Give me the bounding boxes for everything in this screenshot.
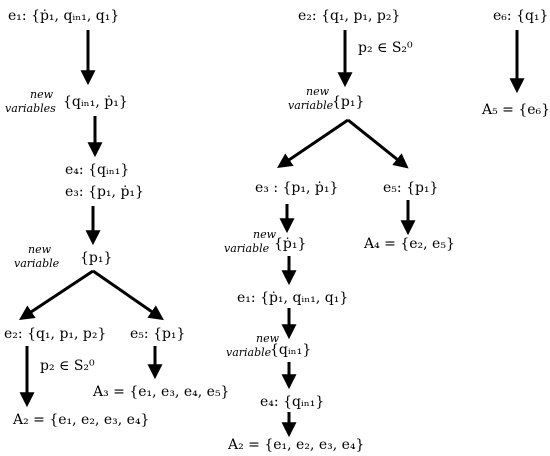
left-e2-node: e₂: {q₁, p₁, p₂} <box>4 326 106 342</box>
middle-p1-node: {p₁} <box>332 94 364 110</box>
middle-variable-label: variable <box>288 99 334 112</box>
middle-e1-node: e₁: {ṗ₁, qᵢₙ₁, q₁} <box>237 290 348 306</box>
middle-e2-node: e₂: {q₁, p₁, p₂} <box>298 8 400 24</box>
left-e1-node: e₁: {ṗ₁, qᵢₙ₁, q₁} <box>8 8 119 24</box>
middle-e4-node: e₄: {qᵢₙ₁} <box>260 394 324 410</box>
middle-A2-node: A₂ = {e₁, e₂, e₃, e₄} <box>227 437 364 453</box>
middle-variable-label-3: variable <box>226 346 272 359</box>
middle-pdot-node: {ṗ₁} <box>274 236 306 252</box>
middle-arrow-3 <box>347 118 409 169</box>
middle-new-label-3: new <box>256 332 280 345</box>
middle-new-label: new <box>306 85 330 98</box>
left-arrow-5 <box>92 269 164 321</box>
middle-condition-label: p₂ ∈ S₂⁰ <box>358 40 413 56</box>
left-arrow-4 <box>18 269 94 320</box>
right-e6-node: e₆: {q₁} <box>493 8 548 24</box>
left-new-label: new <box>30 88 54 101</box>
left-A3-node: A₃ = {e₁, e₃, e₄, e₅} <box>92 384 229 400</box>
left-e3-node: e₃: {p₁, ṗ₁} <box>65 184 144 200</box>
left-e5-node: e₅: {p₁} <box>130 326 185 342</box>
middle-new-label-2: new <box>253 228 277 241</box>
middle-A4-node: A₄ = {e₂, e₅} <box>363 236 455 252</box>
left-variable-label-2: variable <box>14 257 60 270</box>
middle-arrow-2 <box>277 118 349 169</box>
middle-e3-node: e₃ : {p₁, ṗ₁} <box>255 180 338 196</box>
middle-qin-node: {qᵢₙ₁} <box>270 342 311 358</box>
right-A5-node: A₅ = {e₆} <box>481 102 550 118</box>
left-condition-label: p₂ ∈ S₂⁰ <box>40 358 95 374</box>
left-A2-node: A₂ = {e₁, e₂, e₃, e₄} <box>12 412 149 428</box>
middle-variable-label-2: variable <box>224 242 270 255</box>
left-e4-node: e₄: {qᵢₙ₁} <box>65 162 129 178</box>
middle-e5-node: e₅: {p₁} <box>383 180 438 196</box>
left-p1-node: {p₁} <box>80 250 112 266</box>
left-new-label-2: new <box>28 243 52 256</box>
left-variables-label: variables <box>5 102 56 115</box>
left-qin-pdot-node: {qᵢₙ₁, ṗ₁} <box>63 94 128 110</box>
